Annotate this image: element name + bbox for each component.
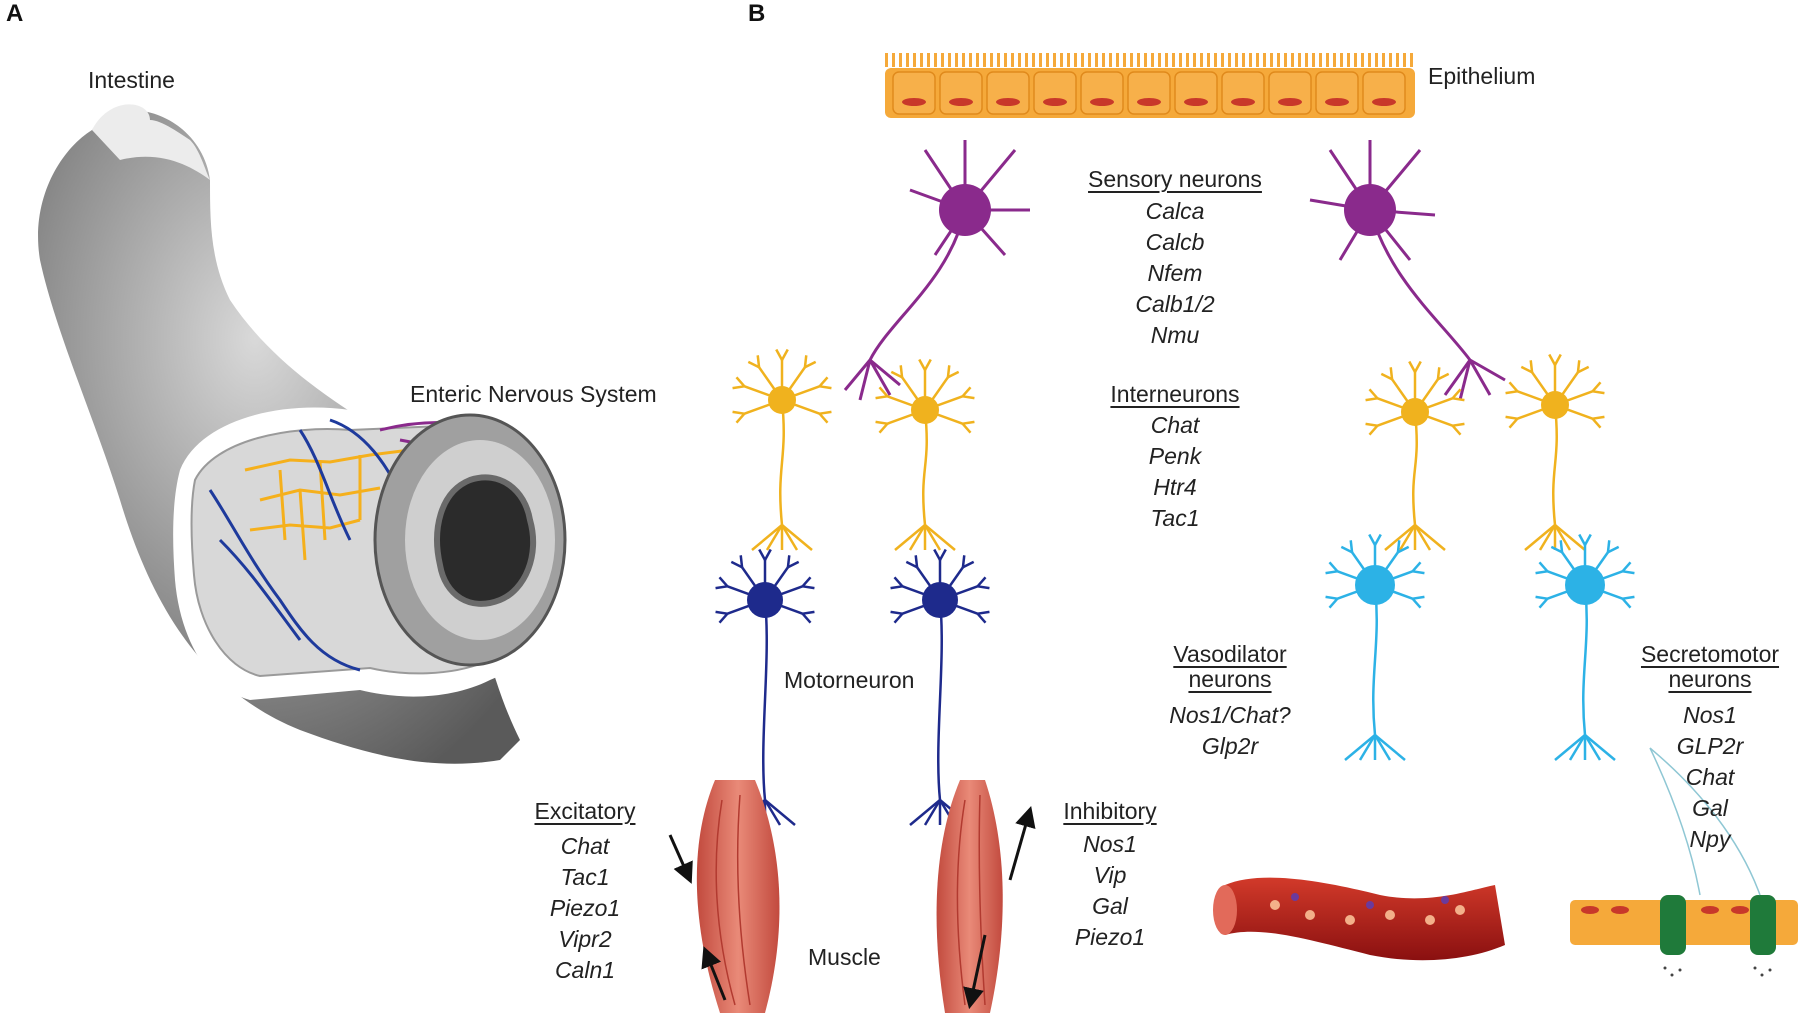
gene: Gal (1692, 795, 1728, 821)
gene: Gal (1092, 893, 1128, 919)
epithelial-cell (892, 71, 936, 115)
intestine-top-bend (92, 104, 210, 180)
secretory-cell-left (1660, 895, 1686, 955)
arrow-inhibitory-down (963, 934, 987, 1010)
motorneurons (715, 548, 990, 826)
gene: Piezo1 (549, 895, 621, 921)
vasodilator-secretomotor-neurons (1325, 533, 1635, 761)
label-epithelium: Epithelium (1428, 63, 1536, 89)
gene: Vip (1093, 862, 1127, 888)
secretomotor-genes: Nos1 GLP2r Chat Gal Npy (1625, 700, 1795, 855)
gene: Chat (1685, 764, 1735, 790)
epithelial-cell (1080, 71, 1124, 115)
gene: Piezo1 (1074, 924, 1146, 950)
gene: Nos1 (1083, 831, 1137, 857)
sensory-neuron-right (1309, 140, 1506, 401)
secretomotor-neuron (1535, 533, 1635, 761)
label-enteric-nervous-system: Enteric Nervous System (410, 381, 657, 407)
gene: Glp2r (1201, 733, 1259, 759)
gene: Calca (1145, 198, 1205, 224)
epithelial-cell (1315, 71, 1359, 115)
epithelial-cell (1127, 71, 1171, 115)
gene: Penk (1148, 443, 1202, 469)
gene: Nmu (1150, 322, 1200, 348)
label-muscle: Muscle (808, 944, 881, 970)
sensory-neurons-genes: Calca Calcb Nfem Calb1/2 Nmu (1050, 196, 1300, 351)
muscle-right (936, 780, 1003, 1013)
excitatory-genes: Chat Tac1 Piezo1 Vipr2 Caln1 (510, 831, 660, 986)
gene: Calcb (1145, 229, 1205, 255)
gene: Npy (1689, 826, 1731, 852)
gene: Calb1/2 (1135, 291, 1215, 317)
gene: Chat (560, 833, 610, 859)
muscle-left (696, 780, 780, 1013)
interneuron (732, 348, 832, 551)
interneurons-title: Interneurons (1110, 381, 1240, 407)
intestine-lumen (434, 474, 537, 607)
gene: Nfem (1147, 260, 1203, 286)
gene: Tac1 (560, 864, 610, 890)
sensory-neurons-title: Sensory neurons (1088, 166, 1262, 192)
gene: Tac1 (1150, 505, 1200, 531)
secretory-cell-right (1750, 895, 1776, 955)
gene: Nos1/Chat? (1169, 702, 1291, 728)
epithelial-cell (1268, 71, 1312, 115)
ens-blue-nerves (208, 418, 482, 672)
epithelial-cell (1221, 71, 1265, 115)
inhibitory-title: Inhibitory (1063, 798, 1157, 824)
gene: Caln1 (554, 957, 616, 983)
arrow-inhibitory-up (1008, 805, 1036, 881)
epithelial-cell (939, 71, 983, 115)
panel-label-a: A (6, 0, 24, 27)
gene: Nos1 (1683, 702, 1737, 728)
vasodilator-genes: Nos1/Chat? Glp2r (1130, 700, 1330, 762)
vasodilator-title-line2: neurons (1188, 666, 1272, 692)
epithelium-layer (885, 53, 1415, 118)
arrow-excitatory-up (701, 946, 727, 1001)
interneurons-genes: Chat Penk Htr4 Tac1 (1050, 410, 1300, 534)
gene: Vipr2 (558, 926, 612, 952)
vasodilator-title-line1: Vasodilator (1173, 641, 1287, 667)
interneuron (1365, 360, 1465, 551)
arrow-excitatory-down (668, 834, 693, 884)
interneuron (875, 358, 975, 551)
label-intestine: Intestine (88, 67, 175, 93)
ens-yellow-plexus (244, 448, 411, 561)
label-motorneuron: Motorneuron (784, 667, 915, 693)
gene: Htr4 (1153, 474, 1197, 500)
inhibitory-genes: Nos1 Vip Gal Piezo1 (1040, 829, 1180, 953)
blood-vessel (1213, 877, 1505, 961)
interneurons (732, 348, 1605, 551)
gene: GLP2r (1676, 733, 1744, 759)
interneuron (1505, 353, 1605, 551)
motorneuron (890, 548, 990, 826)
intestine-illustration (38, 104, 567, 764)
epithelial-cell (1033, 71, 1077, 115)
panel-label-b: B (748, 0, 766, 27)
gene: Chat (1150, 412, 1200, 438)
motorneuron (715, 548, 815, 826)
epithelial-cell (986, 71, 1030, 115)
epithelial-cell (1362, 71, 1406, 115)
secretory-epithelium (1570, 747, 1798, 977)
secretomotor-title-line2: neurons (1668, 666, 1752, 692)
epithelial-cell (1174, 71, 1218, 115)
excitatory-title: Excitatory (534, 798, 636, 824)
sensory-neuron-left (843, 140, 1030, 401)
secretomotor-title-line1: Secretomotor (1640, 641, 1780, 667)
vasodilator-neuron (1325, 533, 1425, 761)
